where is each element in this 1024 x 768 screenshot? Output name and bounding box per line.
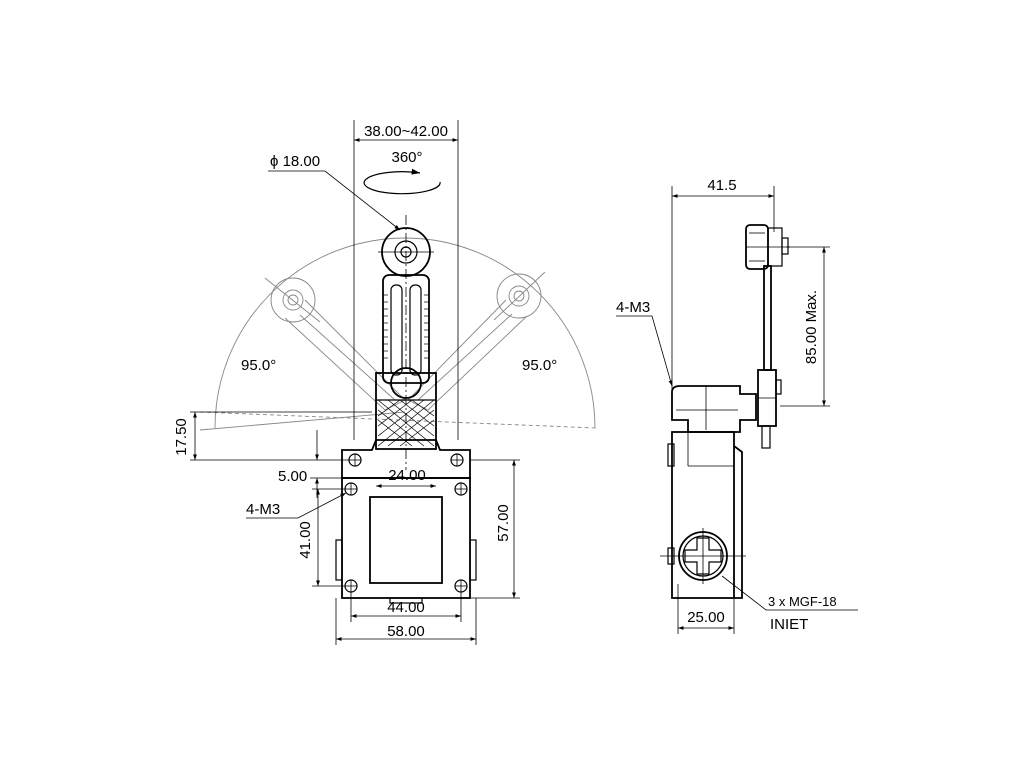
- swing-base-left: [199, 411, 406, 431]
- side-hub: [757, 369, 782, 449]
- dim-rotation: 360°: [391, 149, 422, 166]
- label-inlet: INIET: [770, 616, 808, 633]
- front-view: 38.00~42.00 360° ϕ 18.00: [173, 120, 597, 645]
- dim-roller-offset: 41.5: [707, 177, 736, 194]
- side-roller: [745, 224, 790, 270]
- dim-hole-offset: 5.00: [278, 468, 307, 485]
- lever-hub: [375, 367, 437, 450]
- dim-roller-diameter: ϕ 18.00: [270, 153, 320, 170]
- dim-depth: 25.00: [687, 609, 725, 626]
- side-view: 41.5 85.00 Max.: [616, 177, 858, 634]
- dim-body-height: 57.00: [495, 504, 512, 542]
- label-cable-gland: 3 x MGF-18: [768, 594, 837, 609]
- dim-hole-spacing-v: 41.00: [297, 521, 314, 559]
- swing-arc: [214, 237, 596, 429]
- dim-body-width: 58.00: [387, 623, 425, 640]
- lever-arm: [382, 274, 430, 384]
- dim-actuator-width: 24.00: [388, 467, 426, 484]
- leader-mount-holes-side: [616, 315, 673, 387]
- leader-cable-gland: [721, 575, 858, 611]
- leader-mount-holes-front: [246, 492, 347, 519]
- side-lever-rod: [763, 265, 772, 371]
- rotation-arrow: [363, 168, 441, 195]
- dim-hole-spacing-h: 44.00: [387, 599, 425, 616]
- side-body: [660, 431, 746, 599]
- side-head: [671, 385, 757, 433]
- dim-height-offset: 17.50: [173, 418, 190, 456]
- dim-angle-right: 95.0°: [522, 357, 557, 374]
- dim-lever-length: 85.00 Max.: [803, 290, 820, 364]
- leader-roller-diameter: [268, 170, 401, 231]
- top-roller: [378, 227, 434, 277]
- label-mount-holes-side: 4-M3: [616, 299, 650, 316]
- dim-angle-left: 95.0°: [241, 357, 276, 374]
- switch-body: [335, 477, 477, 604]
- dim-lever-width: 38.00~42.00: [364, 123, 448, 140]
- label-mount-holes-front: 4-M3: [246, 501, 280, 518]
- ghost-lever-left: [264, 277, 406, 411]
